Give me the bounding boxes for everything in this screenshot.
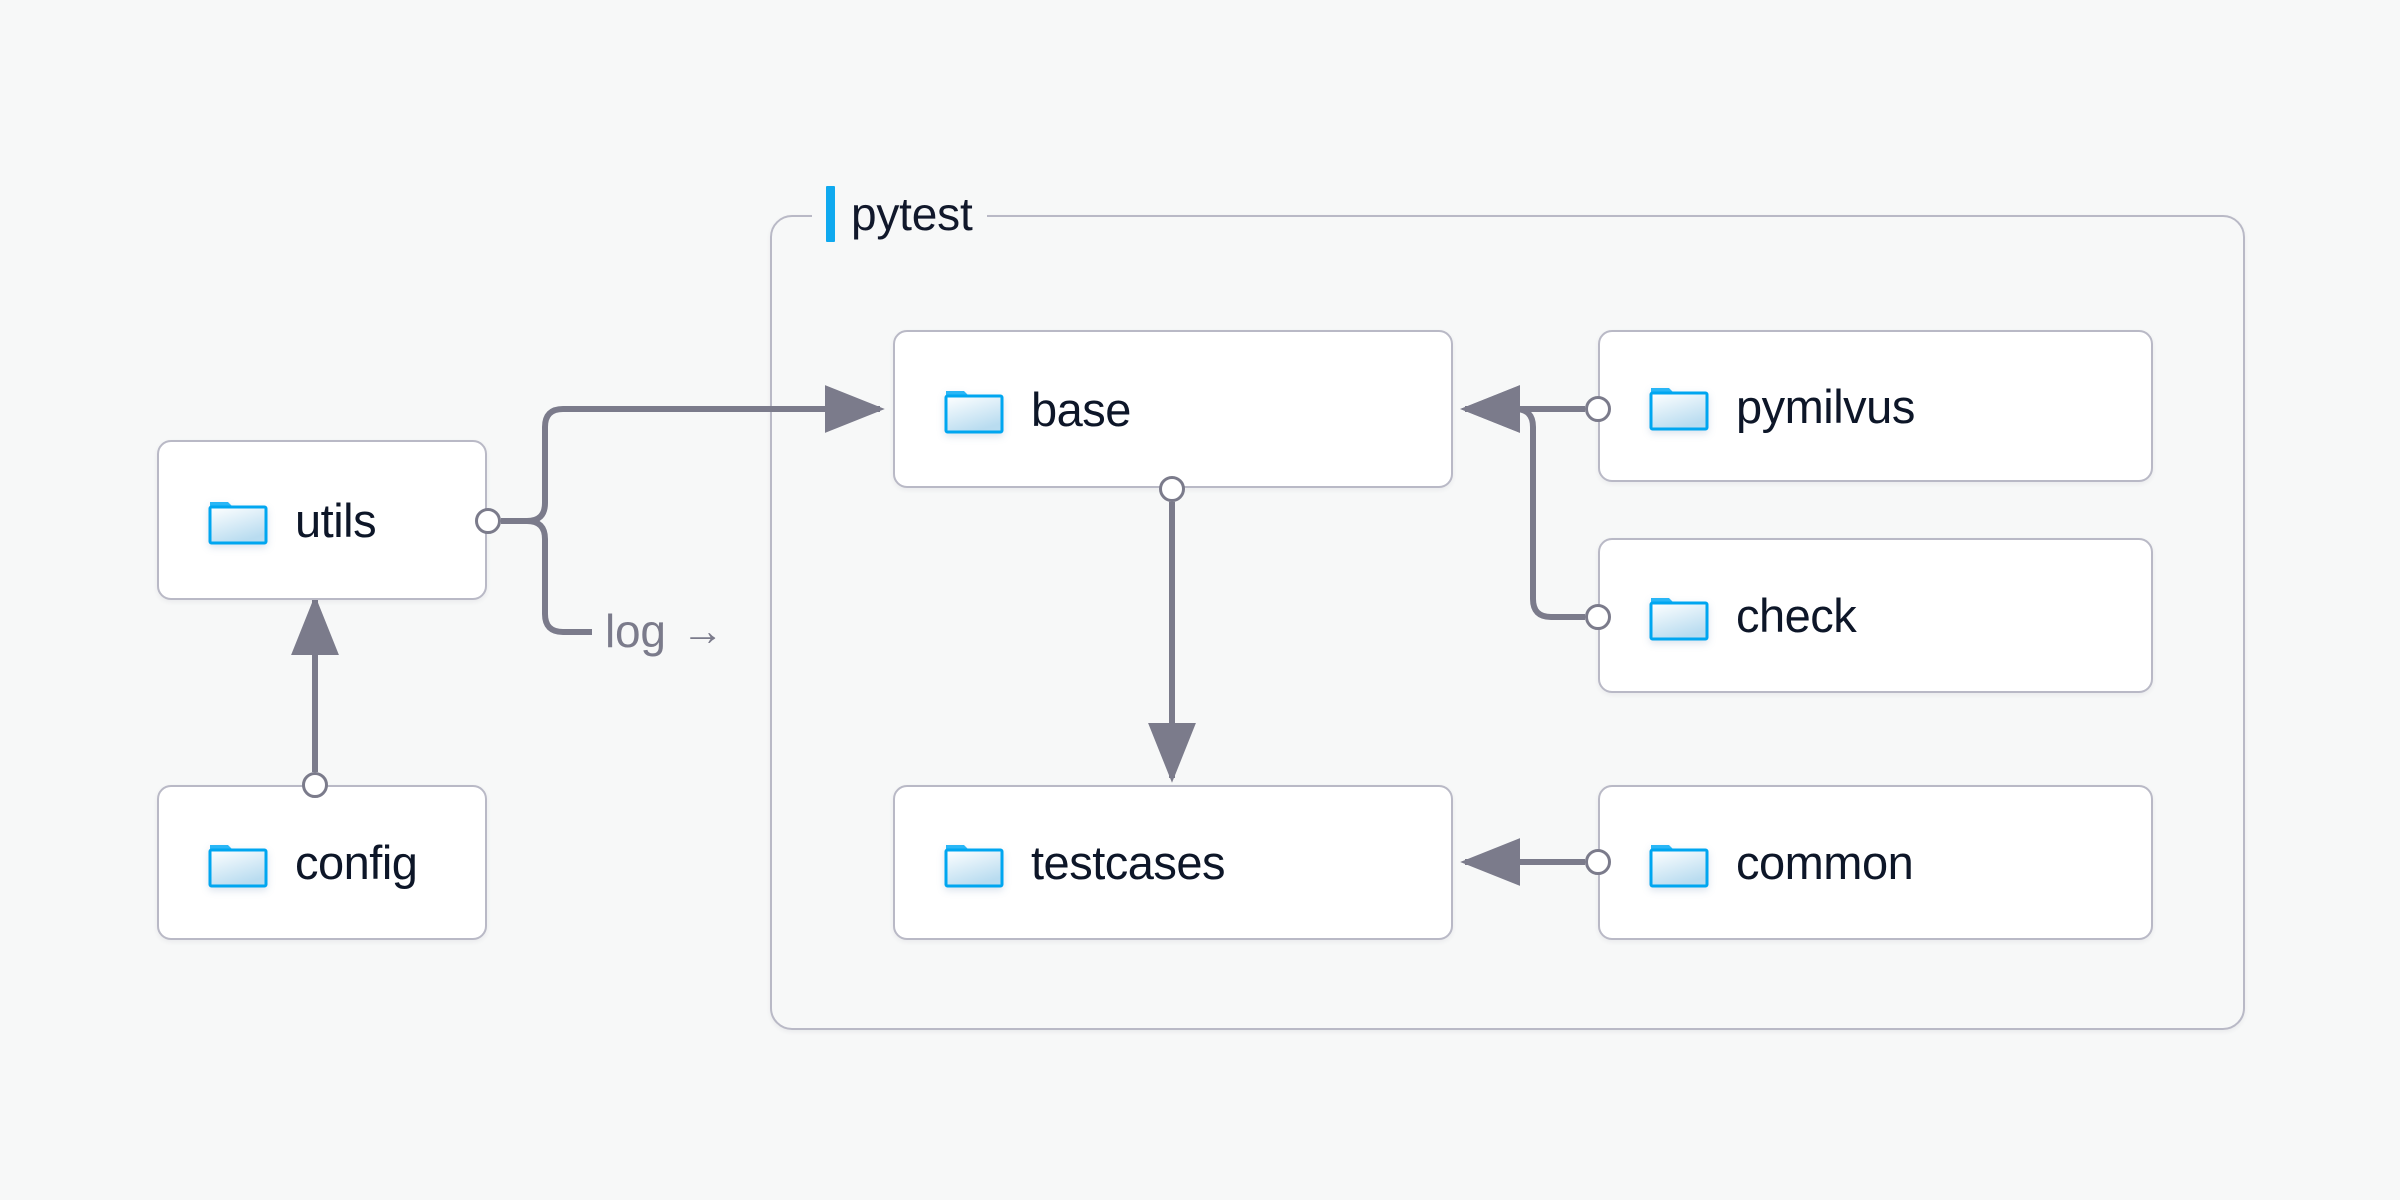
node-common[interactable]: common bbox=[1598, 785, 2153, 940]
folder-icon bbox=[208, 844, 268, 887]
node-label-base: base bbox=[1031, 382, 1131, 436]
node-config[interactable]: config bbox=[157, 785, 487, 940]
node-label-common: common bbox=[1736, 836, 1914, 889]
port-utils-right[interactable] bbox=[475, 508, 501, 534]
node-label-utils: utils bbox=[295, 493, 377, 547]
folder-icon bbox=[1649, 388, 1709, 431]
node-label-check: check bbox=[1736, 589, 1857, 642]
port-config-top[interactable] bbox=[302, 772, 328, 798]
accent-bar-icon bbox=[826, 186, 835, 242]
node-label-config: config bbox=[295, 836, 418, 889]
folder-icon bbox=[944, 844, 1004, 887]
folder-icon bbox=[1649, 844, 1709, 887]
node-label-testcases: testcases bbox=[1031, 836, 1226, 889]
group-label-pytest: pytest bbox=[812, 186, 987, 242]
port-base-bottom[interactable] bbox=[1159, 476, 1185, 502]
folder-icon bbox=[1649, 597, 1709, 640]
edge-label-log-text: log bbox=[605, 605, 666, 657]
port-common-left[interactable] bbox=[1585, 849, 1611, 875]
port-check-left[interactable] bbox=[1585, 604, 1611, 630]
arrow-right-icon: → bbox=[681, 607, 724, 654]
group-title: pytest bbox=[851, 188, 973, 240]
port-pymilvus-left[interactable] bbox=[1585, 396, 1611, 422]
folder-icon bbox=[208, 502, 268, 545]
node-testcases[interactable]: testcases bbox=[893, 785, 1453, 940]
folder-icon bbox=[944, 391, 1004, 434]
node-pymilvus[interactable]: pymilvus bbox=[1598, 330, 2153, 482]
node-label-pymilvus: pymilvus bbox=[1736, 379, 1915, 433]
group-container-pytest[interactable] bbox=[770, 215, 2245, 1030]
node-utils[interactable]: utils bbox=[157, 440, 487, 600]
edge-utils-log bbox=[501, 518, 592, 635]
node-check[interactable]: check bbox=[1598, 538, 2153, 693]
node-base[interactable]: base bbox=[893, 330, 1453, 488]
edge-label-log: log → bbox=[605, 608, 724, 654]
